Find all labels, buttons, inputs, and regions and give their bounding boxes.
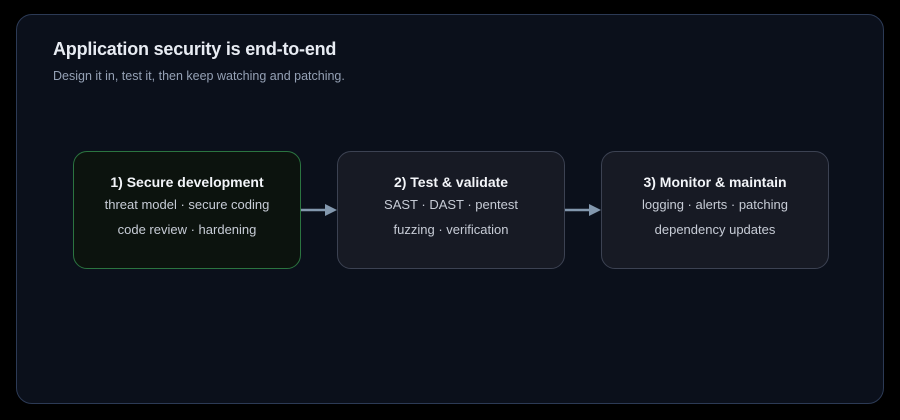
- step-detail-line: logging · alerts · patching: [642, 197, 788, 212]
- step-detail-line: threat model · secure coding: [104, 197, 270, 212]
- step-box-monitor-maintain: 3) Monitor & maintain logging · alerts ·…: [601, 151, 829, 269]
- page-title: Application security is end-to-end: [53, 39, 337, 59]
- flow-diagram: 1) Secure development threat model · sec…: [73, 151, 829, 269]
- step-title: 2) Test & validate: [393, 174, 509, 190]
- slide-panel: Application security is end-to-end Desig…: [16, 14, 884, 404]
- step-box-test-validate: 2) Test & validate SAST · DAST · pentest…: [337, 151, 565, 269]
- header: Application security is end-to-end Desig…: [53, 39, 345, 83]
- step-detail-line: code review · hardening: [117, 222, 257, 237]
- step-detail-line: fuzzing · verification: [393, 222, 509, 237]
- step-detail-line: SAST · DAST · pentest: [384, 197, 518, 212]
- step-detail-line: dependency updates: [654, 222, 776, 237]
- step-box-secure-development: 1) Secure development threat model · sec…: [73, 151, 301, 269]
- step-title: 1) Secure development: [110, 174, 264, 190]
- page-subtitle: Design it in, test it, then keep watchin…: [53, 69, 345, 83]
- arrow-right-icon: [301, 151, 337, 269]
- arrow-right-icon: [565, 151, 601, 269]
- step-title: 3) Monitor & maintain: [643, 174, 787, 190]
